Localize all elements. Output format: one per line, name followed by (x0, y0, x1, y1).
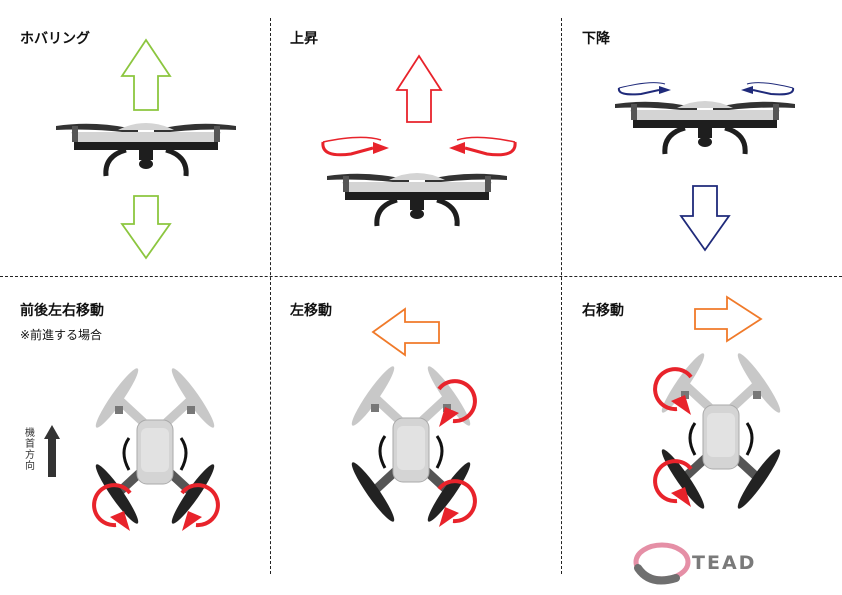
navy-rotate-arrow-right (752, 87, 795, 96)
divider-vertical-right (561, 18, 562, 574)
hover-illustration (0, 38, 270, 260)
heading-arrow (44, 425, 60, 477)
panel-title-right: 右移動 (582, 303, 624, 319)
right-illustration (561, 295, 842, 567)
heading-label: 機首方向 (25, 428, 35, 472)
red-rotate-arrow-left (321, 141, 374, 157)
panel-title-descend: 下降 (582, 31, 610, 47)
panel-title-move: 前後左右移動 (20, 303, 104, 319)
green-down-arrow (120, 195, 172, 260)
navy-down-arrow (679, 185, 731, 252)
tead-logo-mark (633, 542, 691, 585)
red-rotate-arrow-right (464, 141, 517, 157)
orange-right-arrow (694, 295, 763, 343)
left-illustration (271, 307, 561, 567)
red-up-arrow (395, 54, 443, 123)
navy-rotate-arrow-left (617, 87, 660, 96)
descend-illustration (561, 82, 842, 252)
orange-left-arrow (371, 307, 440, 357)
descend-drone (615, 101, 795, 154)
move-drone (91, 365, 218, 527)
hover-drone (56, 123, 236, 176)
tead-logo-text: TEAD (692, 552, 757, 574)
green-up-arrow (120, 38, 172, 111)
divider-horizontal (0, 276, 842, 277)
panel-title-ascend: 上昇 (290, 31, 318, 47)
ascend-illustration (321, 54, 517, 278)
panel-title-left: 左移動 (290, 303, 332, 319)
left-drone (347, 363, 474, 525)
right-drone (657, 350, 784, 512)
panel-note-move: ※前進する場合 (20, 328, 103, 342)
move-illustration (44, 277, 270, 533)
panel-title-hover: ホバリング (20, 31, 90, 47)
divider-vertical-left (270, 18, 271, 574)
ascend-drone (327, 173, 507, 226)
